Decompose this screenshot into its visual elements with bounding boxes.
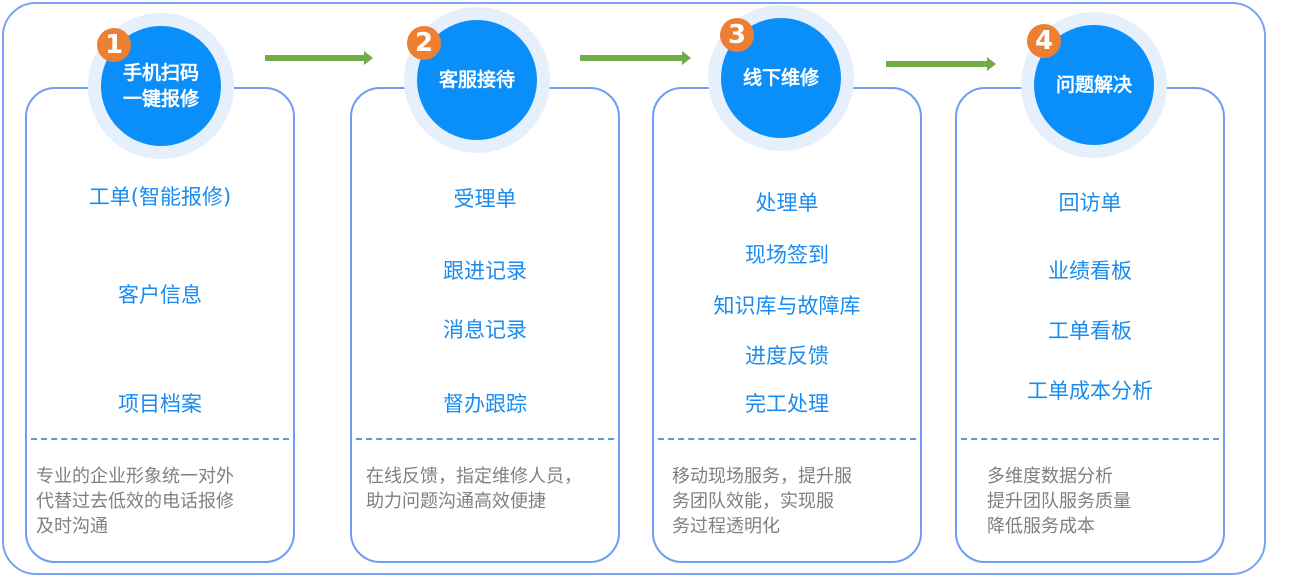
step-2-item: 督办跟踪: [443, 392, 527, 416]
step-3-number-badge: 3: [720, 18, 754, 52]
step-4-number-badge: 4: [1027, 24, 1061, 58]
step-4-description: 多维度数据分析提升团队服务质量降低服务成本: [987, 466, 1131, 537]
step-1-item: 客户信息: [118, 283, 202, 307]
step-card-2: 受理单 跟进记录 消息记录 督办跟踪 在线反馈，指定维修人员，助力问题沟通高效便…: [350, 87, 620, 563]
step-1-number-badge: 1: [97, 28, 131, 62]
step-1-description: 专业的企业形象统一对外代替过去低效的电话报修及时沟通: [36, 466, 234, 537]
divider: [31, 438, 289, 440]
step-2-item: 跟进记录: [443, 259, 527, 283]
step-2-description: 在线反馈，指定维修人员，助力问题沟通高效便捷: [366, 466, 582, 512]
step-4-item: 工单看板: [1048, 319, 1132, 343]
step-3-item: 现场签到: [745, 243, 829, 267]
step-2-number-badge: 2: [407, 26, 441, 60]
step-3-item: 知识库与故障库: [713, 294, 861, 318]
arrow-right-icon: [265, 51, 373, 65]
step-3-item: 完工处理: [745, 392, 829, 416]
step-card-4: 回访单 业绩看板 工单看板 工单成本分析 多维度数据分析提升团队服务质量降低服务…: [955, 87, 1225, 563]
arrow-right-icon: [580, 51, 691, 65]
step-card-1: 工单(智能报修) 客户信息 项目档案 专业的企业形象统一对外代替过去低效的电话报…: [25, 87, 295, 563]
divider: [961, 438, 1219, 440]
divider: [658, 438, 916, 440]
step-1-item: 项目档案: [118, 392, 202, 416]
outer-frame: [2, 2, 1266, 575]
step-3-item: 进度反馈: [745, 344, 829, 368]
step-3-item: 处理单: [755, 191, 819, 215]
step-2-item: 消息记录: [443, 318, 527, 342]
step-4-item: 工单成本分析: [1027, 379, 1153, 403]
step-3-description: 移动现场服务，提升服务团队效能，实现服务过程透明化: [672, 466, 852, 537]
arrow-right-icon: [886, 57, 996, 71]
step-2-item: 受理单: [453, 187, 517, 211]
step-4-item: 业绩看板: [1048, 259, 1132, 283]
step-card-3: 处理单 现场签到 知识库与故障库 进度反馈 完工处理 移动现场服务，提升服务团队…: [652, 87, 922, 563]
divider: [356, 438, 614, 440]
step-4-item: 回访单: [1058, 191, 1122, 215]
step-1-item: 工单(智能报修): [88, 185, 232, 209]
